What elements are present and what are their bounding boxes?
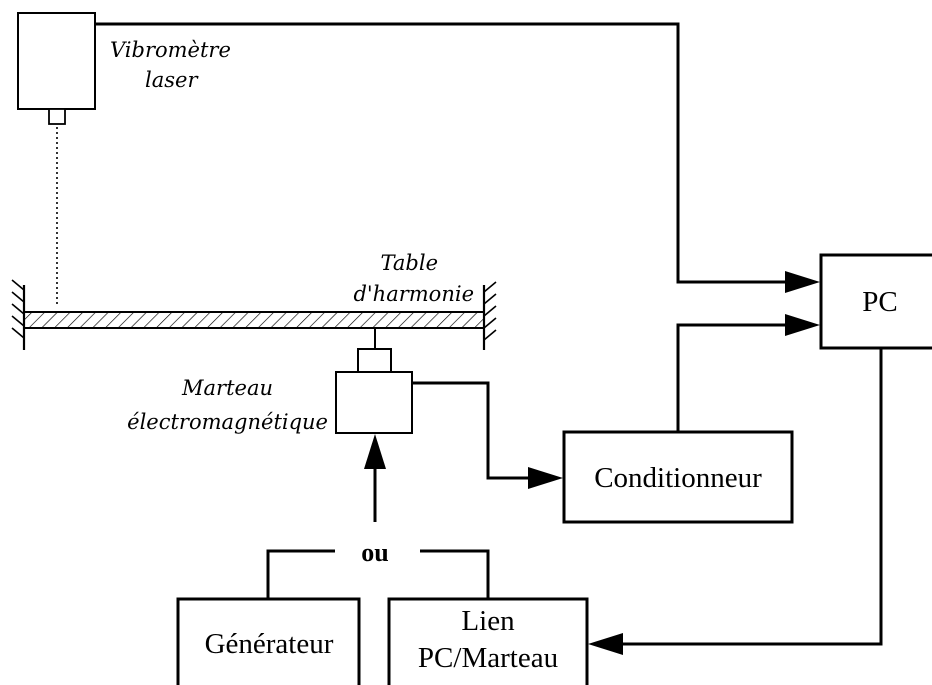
right-clamp-hatching [483, 281, 497, 341]
arrowhead [528, 467, 563, 489]
vibrometer-to-pc-connection [95, 22, 820, 293]
soundboard [11, 279, 497, 350]
soundboard-label-line1: Table [381, 251, 438, 275]
vibrometer-label-line1: Vibromètre [110, 38, 231, 62]
or-label: ou [361, 538, 388, 567]
conditioner-box [562, 430, 794, 524]
pc-label: PC [862, 286, 897, 318]
link-label-line1: Lien [461, 605, 515, 637]
vibrometer-label-line2: laser [145, 68, 199, 92]
arrowhead [785, 314, 820, 336]
hammer-label-line2: électromagnétique [127, 410, 328, 434]
pc-box [819, 253, 932, 350]
arrowhead [364, 434, 386, 469]
generator-box [176, 597, 361, 685]
pc-to-link-connection [588, 348, 883, 655]
generator-label: Générateur [205, 628, 334, 660]
link-label-line2: PC/Marteau [418, 642, 558, 674]
conditioner-to-pc-connection [676, 314, 820, 432]
left-clamp-hatching [11, 279, 25, 339]
soundboard-label-line2: d'harmonie [353, 282, 474, 306]
pc-hammer-link-box [387, 597, 589, 685]
conditioner-label: Conditionneur [594, 462, 762, 494]
hammer-to-conditioner-connection [412, 381, 563, 489]
source-to-hammer-connection [364, 434, 386, 522]
or-bracket [266, 549, 490, 599]
arrowhead [588, 633, 623, 655]
electromagnetic-hammer [335, 328, 413, 434]
hammer-label-line1: Marteau [181, 376, 273, 400]
arrowhead [785, 271, 820, 293]
laser-vibrometer [17, 12, 96, 304]
